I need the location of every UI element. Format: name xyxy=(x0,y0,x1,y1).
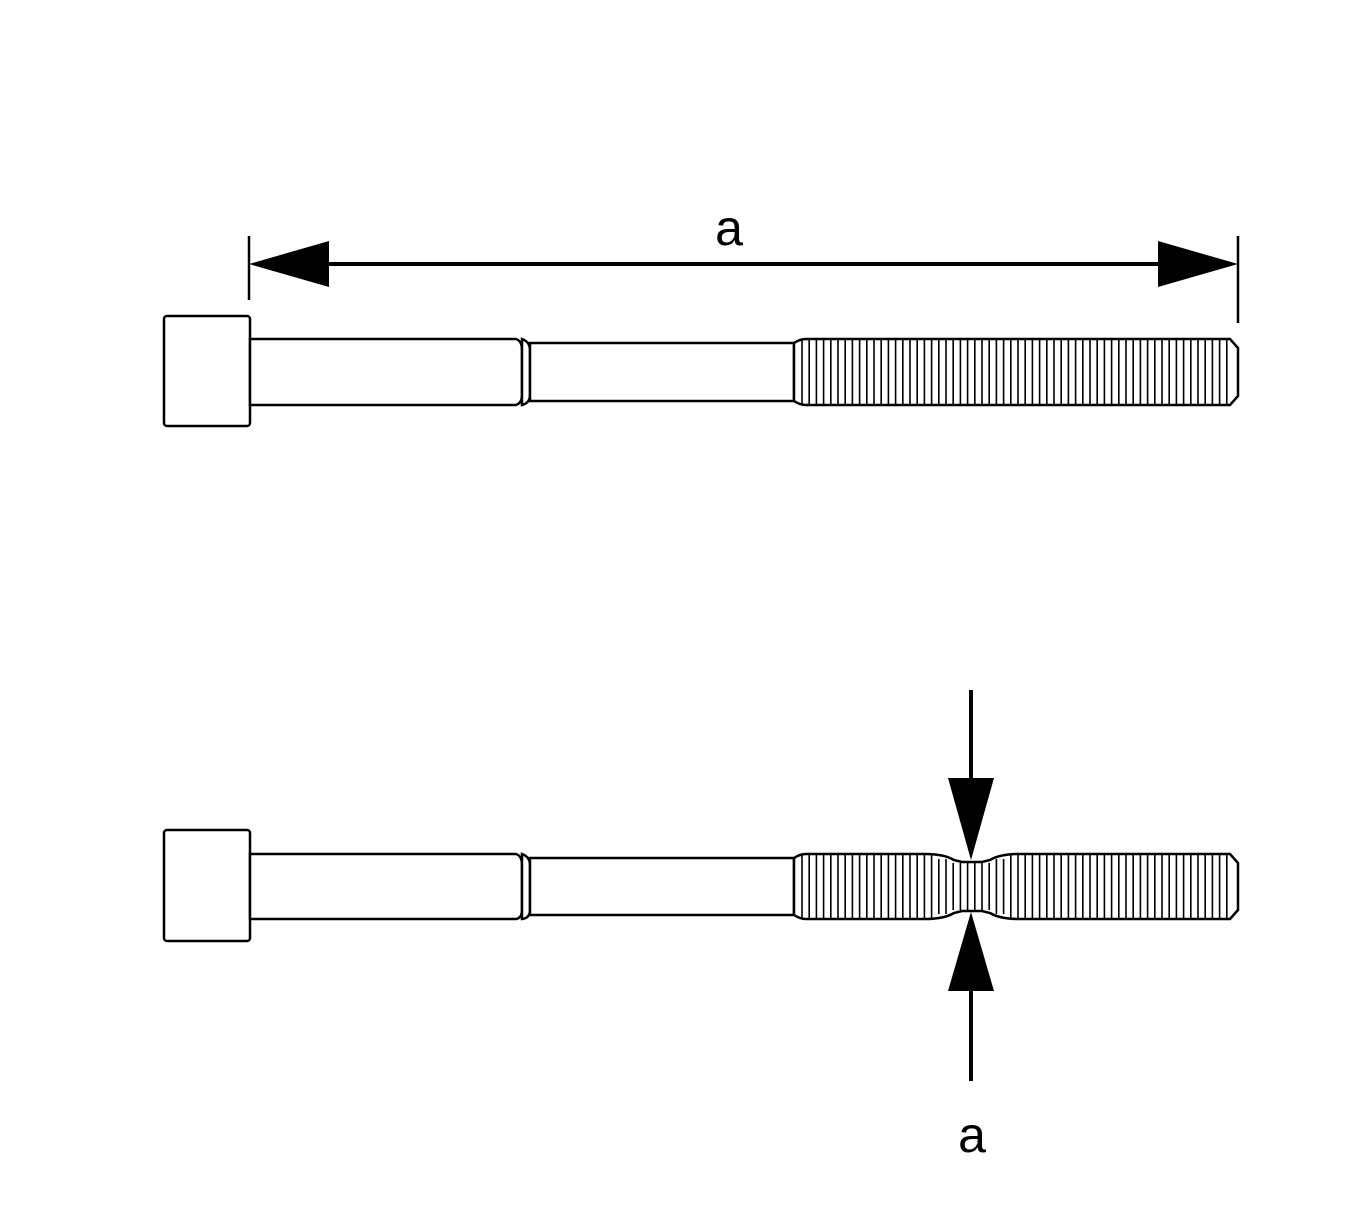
length-dimension: a xyxy=(247,200,1240,323)
length-arrow-right xyxy=(1158,241,1238,287)
bolt-top-thread xyxy=(792,337,1240,407)
bolt-bottom-thread-lines xyxy=(801,855,1228,918)
bolt-bottom-shank xyxy=(248,852,524,921)
diameter-label: a xyxy=(958,1107,986,1163)
diameter-arrow-top xyxy=(948,778,994,860)
bolt-bottom-head xyxy=(162,828,252,943)
length-label: a xyxy=(715,200,743,256)
diameter-arrow-bottom xyxy=(948,912,994,991)
bolt-top xyxy=(162,314,1240,428)
bolt-top-head xyxy=(162,314,252,428)
bolt-top-shank xyxy=(248,337,524,407)
bolt-bottom-reduced-shank xyxy=(528,856,796,917)
length-arrow-left xyxy=(249,241,329,287)
bolt-top-reduced-shank xyxy=(528,341,796,403)
bolt-bottom-thread xyxy=(792,852,1240,921)
bolt-bottom xyxy=(162,828,1240,943)
diameter-dimension: a xyxy=(948,690,994,1163)
bolt-top-thread-lines xyxy=(801,340,1228,404)
